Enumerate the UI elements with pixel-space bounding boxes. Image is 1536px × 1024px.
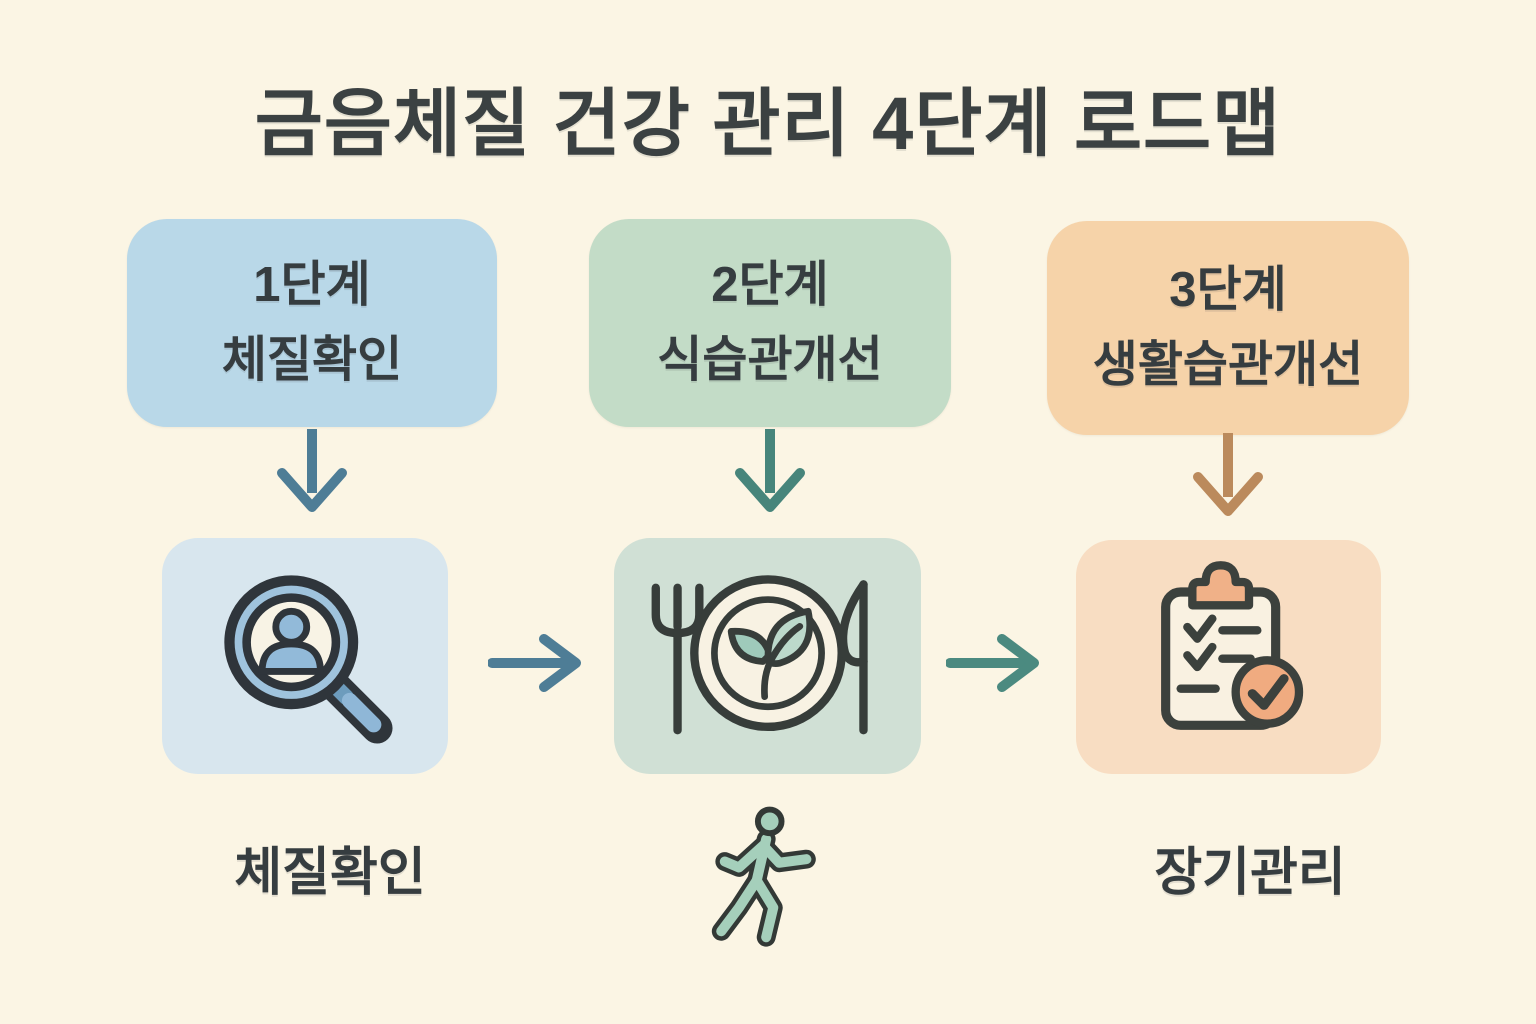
walking-person-wrap bbox=[700, 786, 830, 982]
step-1-number: 1단계 bbox=[253, 258, 371, 312]
page-title: 금음체질 건강 관리 4단계 로드맵 bbox=[254, 82, 1282, 165]
step-box-1: 1단계 체질확인 bbox=[127, 219, 497, 427]
icon-tile-1 bbox=[162, 538, 448, 774]
down-arrow-icon bbox=[277, 429, 347, 512]
right-arrow-icon bbox=[488, 634, 581, 692]
magnifier-person-icon bbox=[224, 575, 393, 744]
step-3-number: 3단계 bbox=[1169, 263, 1287, 317]
bottom-label-constitution: 체질확인 bbox=[234, 844, 426, 902]
clipboard-check-icon bbox=[1160, 561, 1303, 730]
step-2-number: 2단계 bbox=[711, 258, 829, 312]
step-1-label: 체질확인 bbox=[221, 333, 403, 387]
step-box-3: 3단계 생활습관개선 bbox=[1047, 221, 1409, 435]
step-box-2: 2단계 식습관개선 bbox=[589, 219, 951, 427]
icon-tile-3 bbox=[1076, 540, 1381, 774]
step-3-label: 생활습관개선 bbox=[1092, 338, 1364, 392]
down-arrow-icon bbox=[735, 429, 805, 512]
icon-tile-2 bbox=[614, 538, 921, 774]
right-arrow-icon bbox=[946, 634, 1039, 692]
bottom-label-longterm: 장기관리 bbox=[1154, 844, 1346, 902]
plate-leaf-icon bbox=[651, 574, 868, 734]
walking-person-icon bbox=[711, 806, 816, 947]
step-2-label: 식습관개선 bbox=[657, 333, 883, 387]
down-arrow-icon bbox=[1193, 433, 1263, 516]
